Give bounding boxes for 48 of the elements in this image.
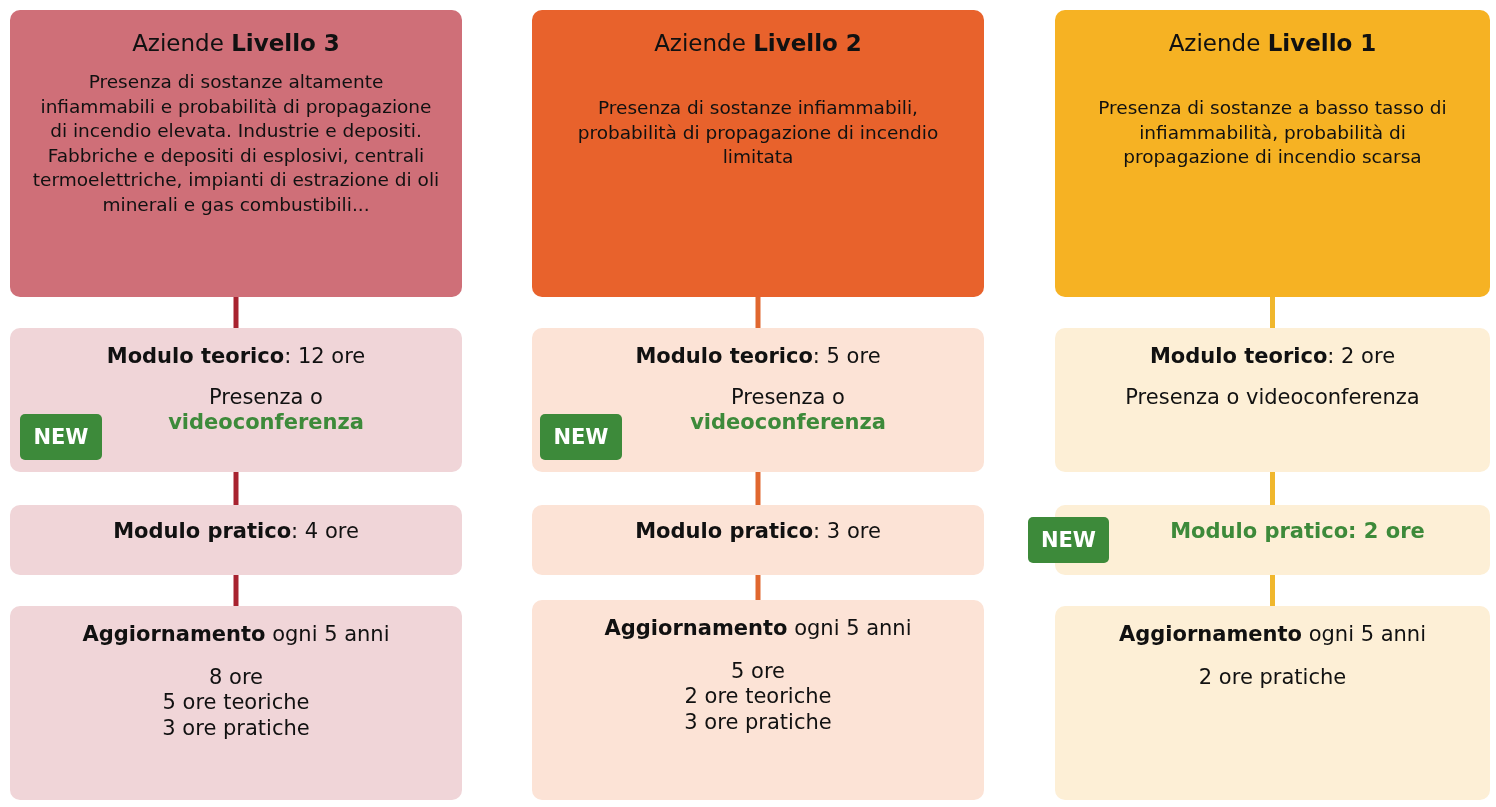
step-box [1055,606,1490,800]
step-detail: 2 ore pratiche [1198,665,1347,691]
step-box [1055,328,1490,472]
level-title: Aziende Livello 2 [654,30,862,56]
step-box [532,505,984,575]
step-detail: 5 ore teoriche [162,690,310,716]
step-detail: 3 ore pratiche [162,715,310,741]
level-title: Aziende Livello 1 [1168,30,1377,56]
level-description: Presenza di sostanze infiammabili, probabilità di propagazione di incendio limitata [576,96,940,170]
step-detail: Presenza o videoconferenza [1125,385,1420,411]
step-box [10,328,462,472]
step-title: Aggiornamento ogni 5 anni [82,622,390,648]
step-detail: 5 ore [731,659,785,685]
step-title: Aggiornamento ogni 5 anni [604,616,912,642]
step-detail: 2 ore teoriche [684,684,832,710]
level-header-box [10,10,462,297]
level-title: Aziende Livello 3 [132,30,340,56]
step-box [532,328,984,472]
step-detail: 8 ore [209,665,263,691]
step-box [532,600,984,800]
level-description: Presenza di sostanze a basso tasso di infiammabilità, probabilità di propagazione di incendio scarsa [1097,96,1448,170]
connector-line [1270,472,1275,505]
step-title: Modulo teorico: 5 ore [635,344,881,370]
step-detail: 3 ore pratiche [684,709,832,735]
new-badge: NEW [20,414,102,460]
step-title: Aggiornamento ogni 5 anni [1119,622,1426,648]
connector-line [233,472,239,505]
connector-line [755,297,761,328]
new-badge: NEW [540,414,622,460]
new-badge: NEW [1028,517,1109,563]
level-header-box [532,10,984,297]
step-title: Modulo pratico: 3 ore [635,519,881,545]
step-box [10,505,462,575]
connector-line [755,472,761,505]
level-description: Presenza di sostanze altamente infiammabili e probabilità di propagazione di incendio elevata. Industrie e depositi. Fabbriche e depositi di esplosivi, centrali termoelettriche, impianti di estrazione di oli minerali e gas combustibili... [32,70,440,217]
step-detail: Presenza o videoconferenza [167,385,365,436]
connector-line [233,575,239,606]
step-title: Modulo teorico: 12 ore [106,344,366,370]
connector-line [233,297,239,328]
connector-line [1270,297,1275,328]
connector-line [1270,575,1275,606]
step-detail: Presenza o videoconferenza [689,385,887,436]
step-box [10,606,462,800]
connector-line [755,575,761,600]
step-title: Modulo pratico: 2 ore [1170,519,1425,545]
level-header-box [1055,10,1490,297]
step-title: Modulo pratico: 4 ore [113,519,359,545]
step-title: Modulo teorico: 2 ore [1149,344,1396,370]
